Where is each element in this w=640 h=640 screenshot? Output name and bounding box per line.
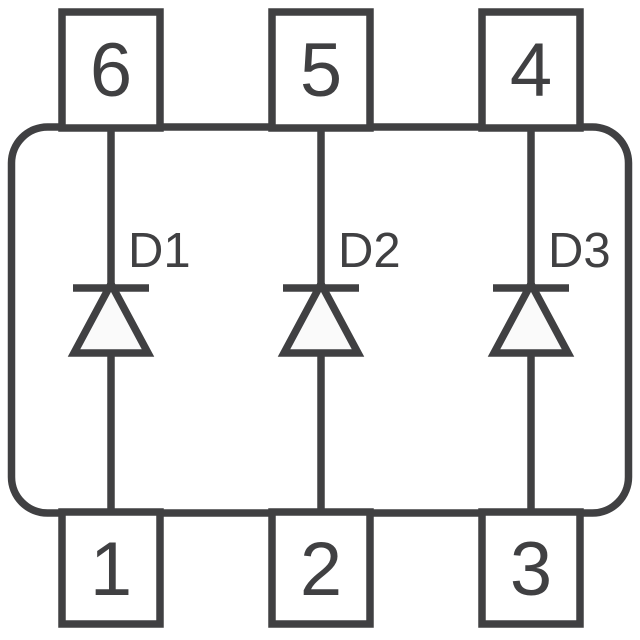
pin-box-rect[interactable] [268,8,374,132]
diode-symbols-group [67,276,575,357]
bottom-pin-row: 1 2 3 [58,508,584,628]
pin-number-label: 1 [90,527,132,612]
pin-box-4[interactable]: 4 [478,8,584,132]
diode-triangle-icon [67,276,155,357]
diode-triangle-icon [487,276,575,357]
pin-box-rect[interactable] [58,508,164,628]
pin-number-label: 6 [90,28,132,113]
pin-number-label: 3 [510,527,552,612]
pin-number-label: 4 [510,28,552,113]
diode-triangle-icon [277,276,365,357]
pin-box-rect[interactable] [478,508,584,628]
pin-box-rect[interactable] [58,8,164,132]
pin-box-6[interactable]: 6 [58,8,164,132]
pin-box-2[interactable]: 2 [268,508,374,628]
diode-label-d2: D2 [338,224,401,278]
diode-symbol-d1 [67,276,155,357]
diode-label-d1: D1 [128,224,191,278]
diode-labels: D1 D2 D3 [128,224,611,278]
diode-symbol-d3 [487,276,575,357]
pin-box-3[interactable]: 3 [478,508,584,628]
pin-box-rect[interactable] [478,8,584,132]
pin-box-rect[interactable] [268,508,374,628]
pin-number-label: 5 [300,28,342,113]
pin-box-5[interactable]: 5 [268,8,374,132]
internal-wires [107,124,535,516]
top-pin-row: 6 5 4 [58,8,584,132]
diode-label-d3: D3 [548,224,611,278]
pin-box-1[interactable]: 1 [58,508,164,628]
diode-symbol-d2 [277,276,365,357]
pin-number-label: 2 [300,527,342,612]
